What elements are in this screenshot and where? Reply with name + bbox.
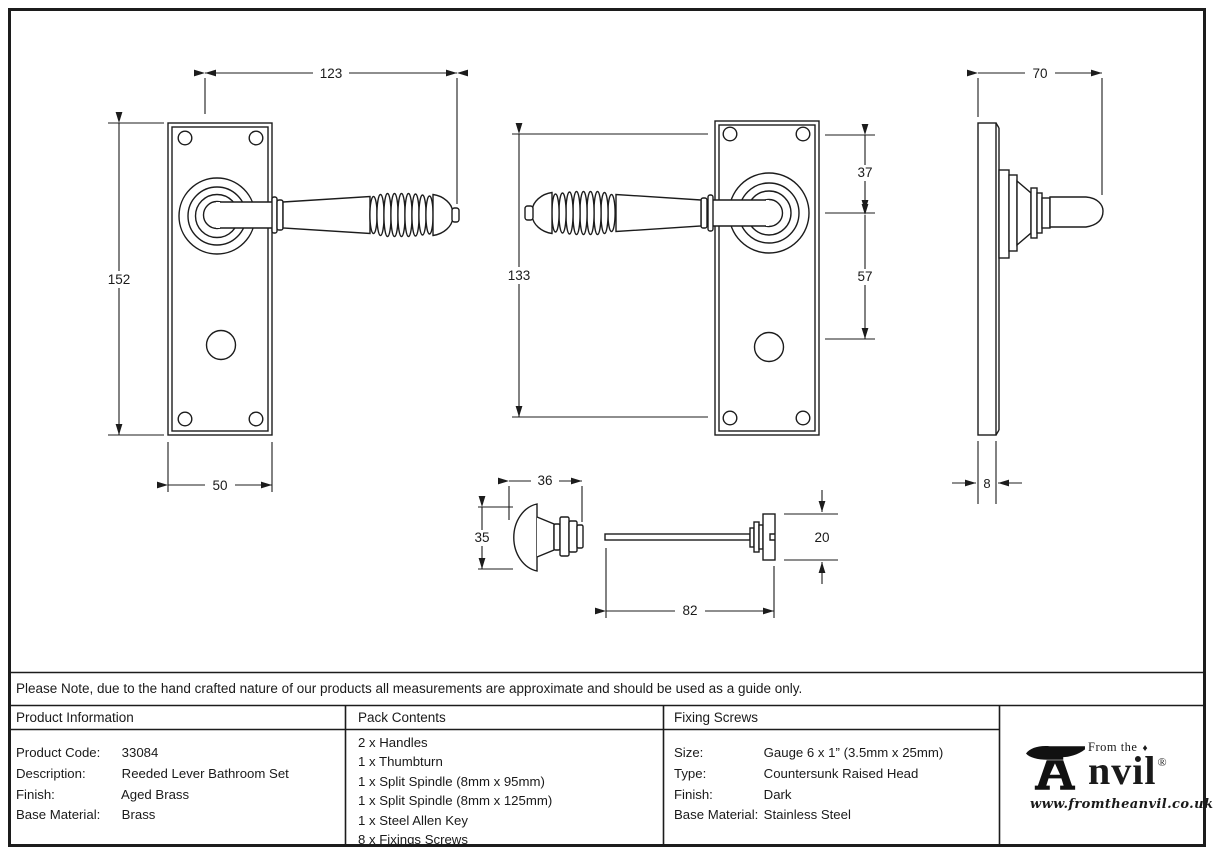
pack-item: 2 x Handles <box>358 735 428 750</box>
backplate-outline <box>714 120 820 436</box>
dim-lever-length <box>194 64 468 204</box>
backplate-outline <box>167 122 273 436</box>
finish-row: Finish: Aged Brass <box>16 785 289 806</box>
screw-size-row: Size: Gauge 6 x 1” (3.5mm x 25mm) <box>674 743 943 764</box>
screw-type-value: Countersunk Raised Head <box>763 765 919 781</box>
front-plate-height-label: 152 <box>108 272 131 287</box>
screw-size-value: Gauge 6 x 1” (3.5mm x 25mm) <box>763 745 944 760</box>
pack-item: 8 x Fixings Screws <box>358 831 468 847</box>
spindle-head-height-label: 20 <box>814 530 829 545</box>
screw-material-row: Base Material: Stainless Steel <box>674 805 943 826</box>
finish-label: Finish: <box>16 786 55 802</box>
dim-turn-offset <box>825 204 880 340</box>
screw-size-label: Size: <box>674 745 704 760</box>
logo-text-block: From the ♦ nvil® <box>1088 740 1168 791</box>
description-row: Description: Reeded Lever Bathroom Set <box>16 764 289 785</box>
screw-hole <box>248 130 264 146</box>
anvil-icon <box>1026 746 1085 790</box>
dim-fixing-centres <box>500 123 708 418</box>
side-plate-thickness-label: 8 <box>983 476 990 491</box>
diamond-icon: ♦ <box>1142 743 1149 754</box>
pack-contents-cell: 2 x Handles 1 x Thumbturn 1 x Split Spin… <box>358 733 552 849</box>
screw-material-value: Stainless Steel <box>763 807 851 823</box>
table-rules <box>11 671 1203 844</box>
product-information-header: Product Information <box>16 710 134 725</box>
product-code-value: 33084 <box>121 745 159 760</box>
pack-item: 1 x Thumbturn <box>358 754 443 770</box>
registered-mark-icon: ® <box>1157 755 1168 769</box>
screw-finish-row: Finish: Dark <box>674 785 943 806</box>
rear-top-offset-label: 37 <box>857 165 872 180</box>
product-code-label: Product Code: <box>16 745 101 760</box>
screw-hole <box>248 411 264 427</box>
dim-plate-height <box>102 112 164 436</box>
product-code-row: Product Code: 33084 <box>16 743 289 764</box>
thumbturn-width-label: 36 <box>537 473 552 488</box>
handle-side-profile <box>998 169 1104 259</box>
logo-brand-text: nvil® <box>1088 751 1168 791</box>
thumbturn-height-label: 35 <box>474 530 489 545</box>
screw-hole <box>177 130 193 146</box>
thumbturn-drawing: 36 35 <box>467 473 584 572</box>
rear-view-drawing: 133 37 57 <box>500 120 880 436</box>
dim-plate-thickness <box>952 441 1022 504</box>
base-material-label: Base Material: <box>16 807 101 823</box>
rear-turn-offset-label: 57 <box>857 269 872 284</box>
pack-item: 1 x Split Spindle (8mm x 125mm) <box>358 793 553 809</box>
lever-handle <box>216 192 460 238</box>
dim-plate-width <box>157 442 273 493</box>
base-material-row: Base Material: Brass <box>16 805 289 826</box>
side-view-drawing: 70 8 <box>952 65 1104 504</box>
logo-website-url: www.fromtheanvil.co.uk <box>1030 797 1214 812</box>
dim-spindle-head-height <box>784 490 838 584</box>
front-plate-width-label: 50 <box>212 478 227 493</box>
measurement-disclaimer-note: Please Note, due to the hand crafted nat… <box>16 681 803 696</box>
screw-hole <box>795 126 811 142</box>
side-projection-label: 70 <box>1032 66 1047 81</box>
logo-prefix-text: From the <box>1088 740 1138 754</box>
screw-hole <box>722 126 738 142</box>
dim-thumbturn-width <box>498 473 583 522</box>
dim-top-offset <box>825 124 880 214</box>
dim-thumbturn-height <box>467 496 513 570</box>
spindle-head <box>762 513 776 561</box>
base-material-value: Brass <box>121 807 156 823</box>
thumbturn-hole <box>753 331 785 363</box>
from-the-anvil-logo: From the ♦ nvil® www.fromtheanvil.co.uk <box>1026 740 1214 812</box>
front-view-drawing: 123 152 50 <box>102 64 468 493</box>
screw-finish-label: Finish: <box>674 786 713 802</box>
screw-type-row: Type: Countersunk Raised Head <box>674 764 943 785</box>
rear-fixing-centres-label: 133 <box>508 268 531 283</box>
screw-hole <box>722 410 738 426</box>
screw-finish-value: Dark <box>763 786 792 802</box>
screw-material-label: Base Material: <box>674 807 759 823</box>
lever-handle <box>524 190 769 236</box>
screw-hole <box>177 411 193 427</box>
logo-wordmark: From the ♦ nvil® <box>1026 740 1196 793</box>
dim-spindle-length <box>595 548 775 619</box>
pack-item: 1 x Steel Allen Key <box>358 812 468 828</box>
page-frame <box>8 8 1206 847</box>
backplate-edge <box>977 122 997 436</box>
description-value: Reeded Lever Bathroom Set <box>121 765 289 781</box>
description-label: Description: <box>16 765 86 781</box>
pack-contents-header: Pack Contents <box>358 710 446 725</box>
screw-hole <box>795 410 811 426</box>
thumbturn-hole <box>205 329 237 361</box>
logo-brand-rest: nvil <box>1088 748 1157 793</box>
thumbturn-knob <box>513 503 538 572</box>
dim-projection <box>967 65 1103 195</box>
spindle-drawing: 82 20 <box>595 490 838 619</box>
spindle-length-label: 82 <box>682 603 697 618</box>
fixing-screws-header: Fixing Screws <box>674 710 759 725</box>
front-lever-length-label: 123 <box>320 66 343 81</box>
spindle-rod <box>604 533 751 541</box>
finish-value: Aged Brass <box>120 786 190 802</box>
screw-type-label: Type: <box>674 765 707 781</box>
product-information-cell: Product Code: 33084 Description: Reeded … <box>16 743 289 826</box>
pack-item: 1 x Split Spindle (8mm x 95mm) <box>358 773 545 789</box>
fixing-screws-cell: Size: Gauge 6 x 1” (3.5mm x 25mm) Type: … <box>674 743 943 826</box>
logo-prefix: From the ♦ <box>1088 740 1168 755</box>
